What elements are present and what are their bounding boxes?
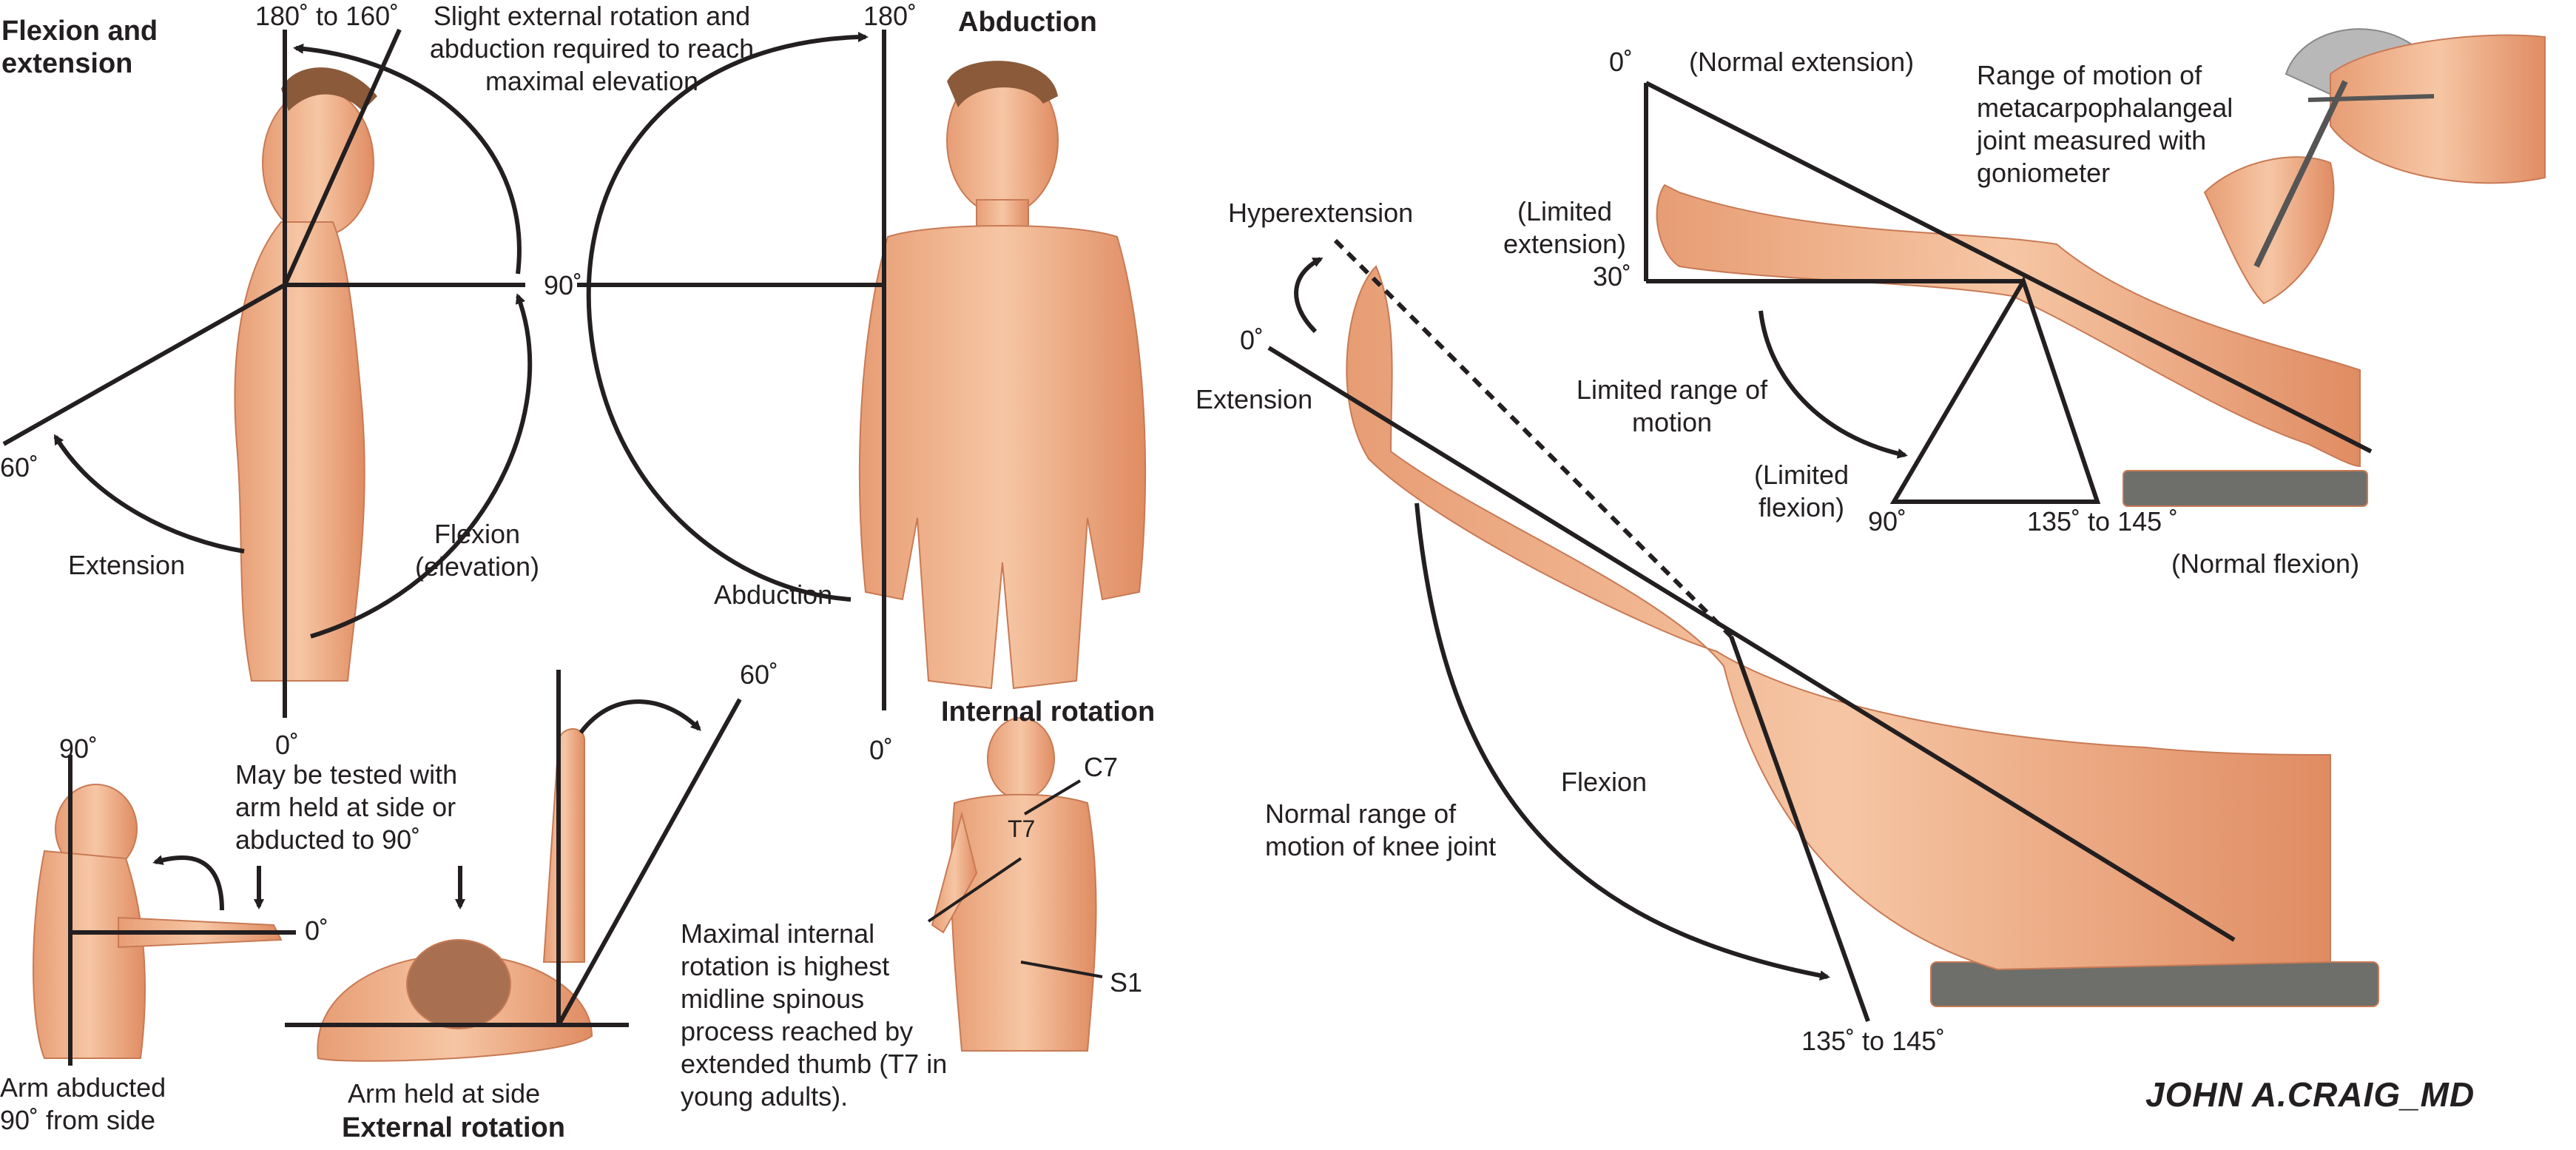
abduction-lines: [577, 30, 886, 710]
flexion-top-angle-label: 180˚ to 160˚: [255, 1, 399, 31]
extension-label: Extension: [68, 550, 186, 580]
normal-flexion-label: (Normal flexion): [2171, 548, 2360, 579]
external-rotation-90-label: 90˚: [59, 733, 98, 764]
internal-rotation-title: Internal rotation: [941, 696, 1156, 727]
internal-rotation-pointers: [927, 779, 1103, 978]
front-figure-illustration: [858, 66, 1147, 690]
external-rotation-title: External rotation: [342, 1112, 565, 1143]
extension-60-label: 60˚: [0, 452, 39, 482]
inset-leg-illustration: [1656, 184, 2368, 507]
tested-note: May be tested with arm held at side or a…: [235, 759, 458, 855]
hyperextension-label: Hyperextension: [1228, 198, 1414, 228]
abduction-90-label: 90˚: [544, 270, 583, 300]
artist-signature: JOHN A.CRAIG_MD: [2145, 1075, 2475, 1114]
normal-extension-label: (Normal extension): [1689, 47, 1915, 77]
abduction-label: Abduction: [714, 579, 833, 610]
goniometer-note: Range of motion of metacarpophalangeal j…: [1977, 60, 2233, 188]
flexion-elevation-label: Flexion (elevation): [414, 519, 540, 582]
inset-30-label: 30˚: [1593, 261, 1632, 292]
external-rotation-illustration: [317, 728, 593, 1062]
internal-rotation-note: Maximal internal rotation is highest mid…: [681, 918, 948, 1112]
external-rotation-60-label: 60˚: [740, 659, 779, 690]
goniometer-illustration: [2203, 28, 2546, 305]
knee-lines: [1267, 238, 2236, 1023]
limited-extension-label: (Limited extension): [1503, 196, 1627, 259]
internal-rotation-illustration: [931, 717, 1097, 1052]
flexion-0-label: 0˚: [275, 730, 300, 760]
flexion-extension-title: Flexion and extension: [1, 16, 158, 79]
knee-extension-label: Extension: [1196, 384, 1313, 414]
limited-flexion-label: (Limited flexion): [1753, 460, 1850, 522]
inset-90-label: 90˚: [1868, 506, 1907, 537]
side-figure-illustration: [234, 88, 374, 682]
knee-flexion-label: Flexion: [1561, 767, 1648, 797]
external-rotation-0-label: 0˚: [305, 915, 329, 946]
inset-range-label: 135˚ to 145 ˚: [2027, 506, 2179, 537]
inset-angle-lines: [1644, 81, 2373, 504]
hair-illustration: [281, 67, 377, 111]
s1-label: S1: [1110, 967, 1143, 998]
inset-0-label: 0˚: [1609, 47, 1633, 77]
external-rotation-lines: [285, 670, 742, 1027]
hair-illustration-2: [947, 61, 1058, 107]
abduction-title: Abduction: [958, 7, 1097, 38]
abduction-0-label: 0˚: [869, 735, 894, 765]
c7-label: C7: [1084, 752, 1119, 782]
knee-range-label: 135˚ to 145˚: [1801, 1026, 1946, 1056]
t7-label: T7: [1008, 816, 1036, 842]
arm-side-label: Arm held at side: [348, 1078, 541, 1109]
knee-0-label: 0˚: [1240, 325, 1264, 355]
flexion-lines: [2, 28, 533, 718]
abduction-180-label: 180˚: [863, 1, 917, 31]
arm-abducted-lines: [68, 755, 465, 1066]
arm-abducted-label: Arm abducted 90˚ from side: [0, 1072, 166, 1135]
flexion-note: Slight external rotation and abduction r…: [429, 1, 755, 96]
knee-normal-range-label: Normal range of motion of knee joint: [1265, 798, 1497, 861]
knee-leg-illustration: [1346, 265, 2379, 1007]
limited-range-label: Limited range of motion: [1576, 374, 1768, 437]
